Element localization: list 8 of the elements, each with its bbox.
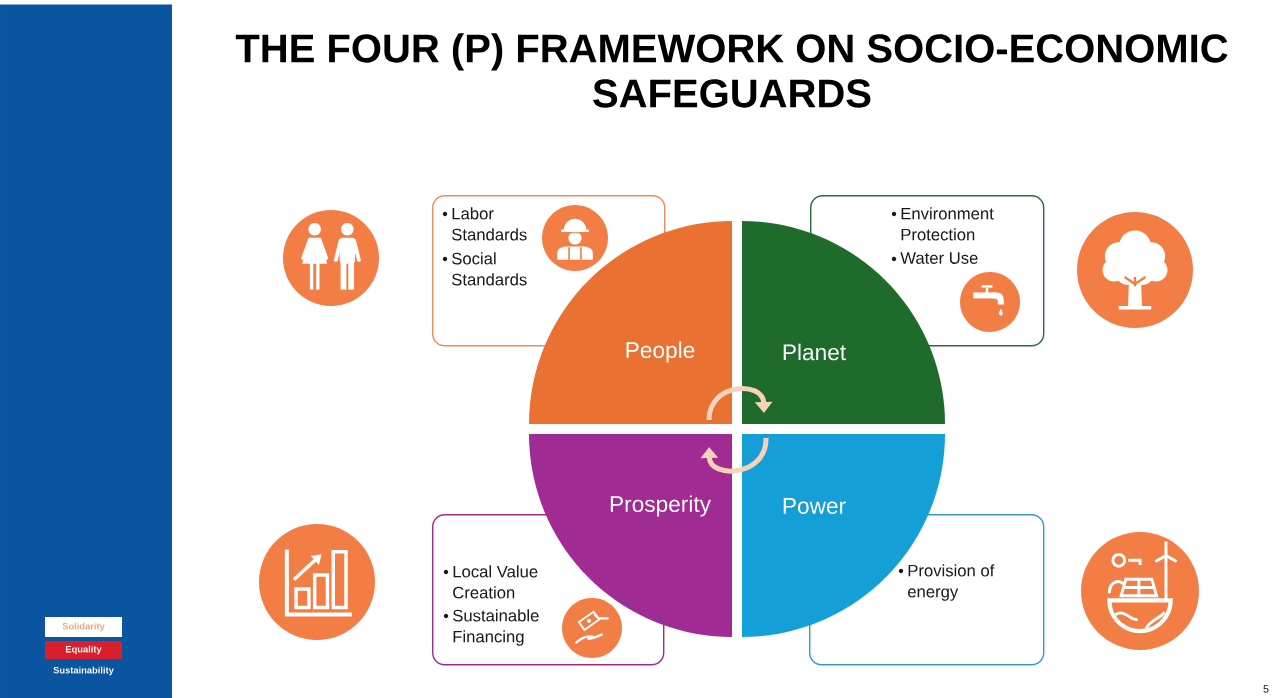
title: THE FOUR (P) FRAMEWORK ON SOCIO-ECONOMIC SAFEGUARDS xyxy=(235,33,1228,108)
sidebar-badge: Equality xyxy=(45,641,122,659)
quadrant-segment: People xyxy=(529,221,732,424)
page-number: 5 xyxy=(1263,685,1269,693)
sidebar-badge: Solidarity xyxy=(45,617,122,637)
list-item: Social Standards xyxy=(452,252,527,286)
sidebar-label: Sustainability xyxy=(53,666,114,676)
list-item: Labor Standards xyxy=(452,207,527,241)
